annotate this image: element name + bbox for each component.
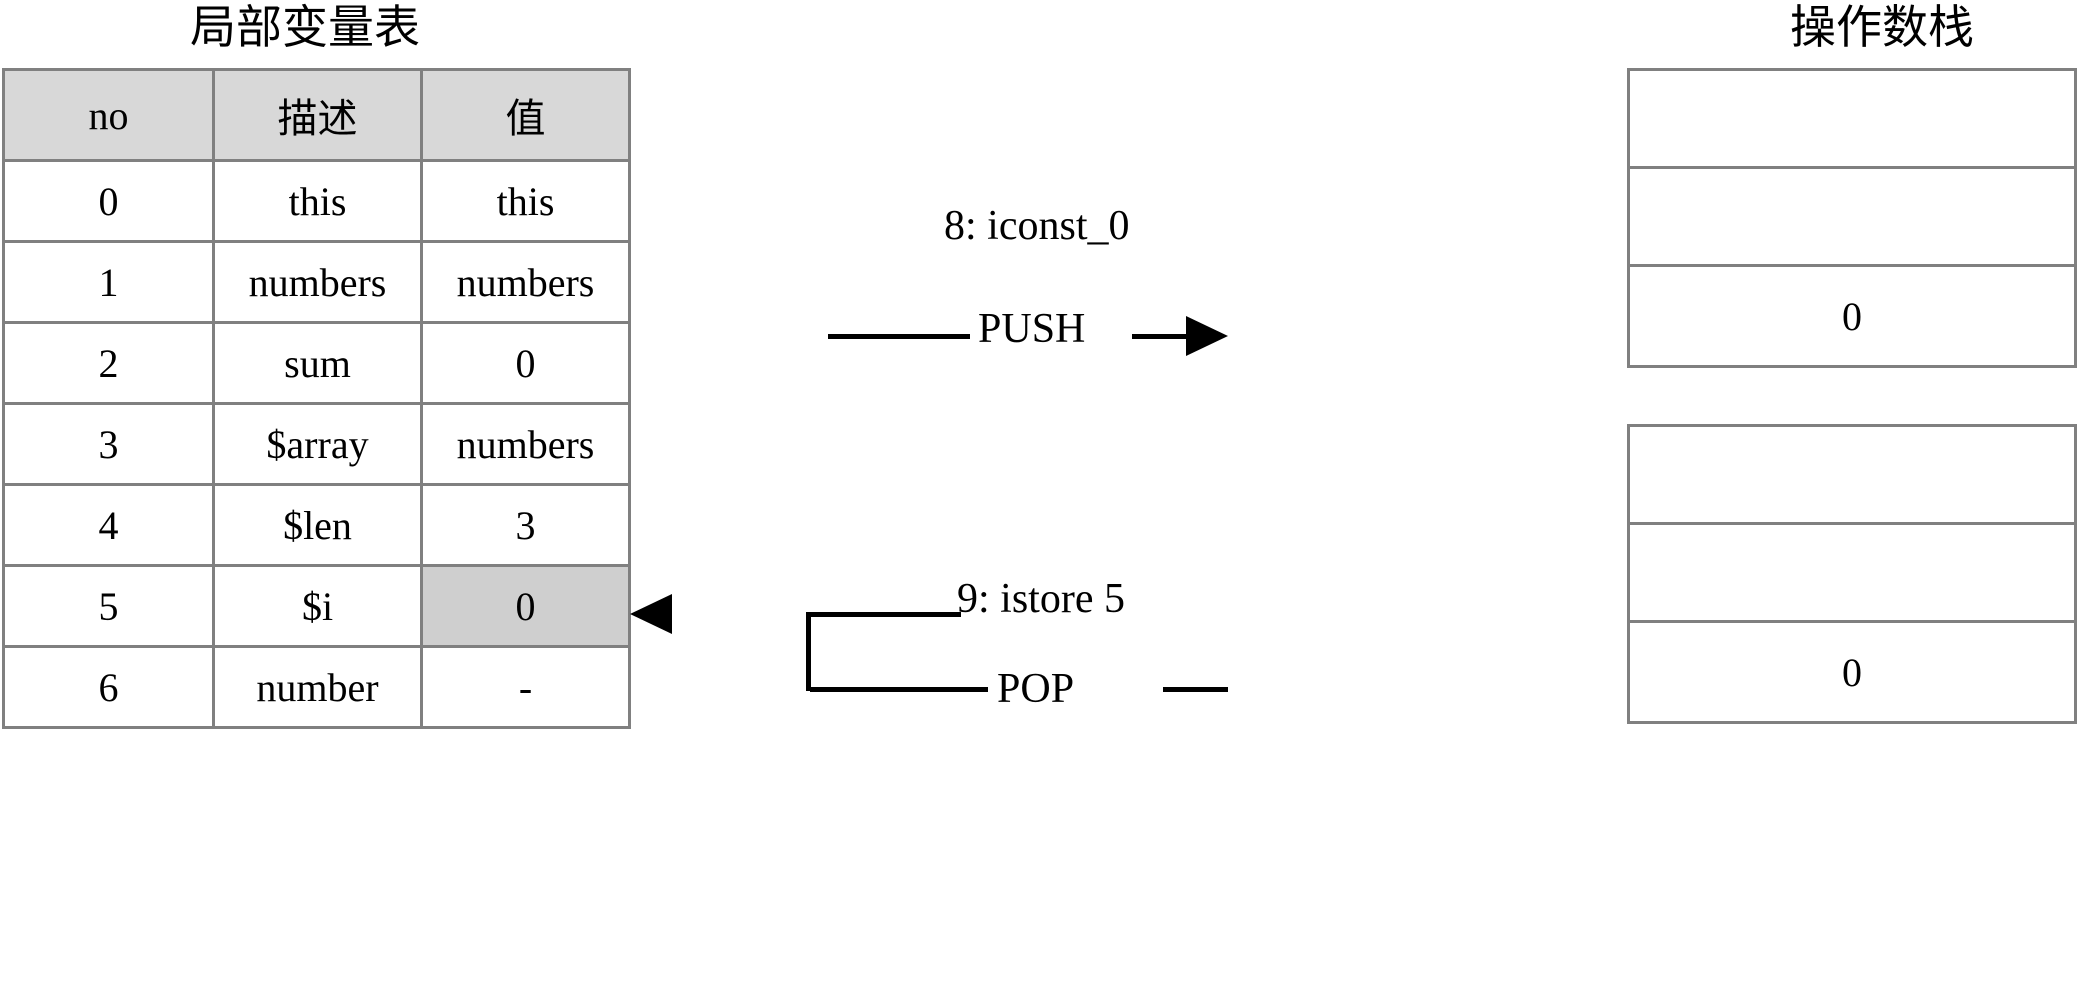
cell-slot-no: 2 bbox=[2, 321, 215, 405]
push-action-label: PUSH bbox=[978, 306, 1086, 352]
cell-slot-value: - bbox=[420, 645, 631, 729]
pop-arrowhead-icon bbox=[630, 594, 672, 634]
push-connector-line-right bbox=[1132, 334, 1204, 339]
cell-slot-desc: $i bbox=[212, 564, 423, 648]
cell-slot-no: 0 bbox=[2, 159, 215, 243]
cell-slot-value-highlighted: 0 bbox=[420, 564, 631, 648]
column-header-no: no bbox=[2, 68, 215, 162]
cell-slot-desc: sum bbox=[212, 321, 423, 405]
cell-slot-value: 3 bbox=[420, 483, 631, 567]
operand-stack-title: 操作数栈 bbox=[1790, 2, 1974, 53]
table-row: 3 $array numbers bbox=[2, 402, 631, 486]
pop-connector-line-right bbox=[1163, 687, 1228, 692]
cell-slot-value: this bbox=[420, 159, 631, 243]
column-header-value: 值 bbox=[420, 68, 631, 162]
operand-stack-before-pop: 0 bbox=[1627, 424, 2077, 724]
local-variable-table: no 描述 值 0 this this 1 numbers numbers 2 … bbox=[2, 68, 631, 729]
operand-stack-after-push: 0 bbox=[1627, 68, 2077, 368]
cell-slot-no: 1 bbox=[2, 240, 215, 324]
cell-slot-desc: numbers bbox=[212, 240, 423, 324]
cell-slot-no: 3 bbox=[2, 402, 215, 486]
stack-cell bbox=[1630, 427, 2074, 525]
stack-cell bbox=[1630, 169, 2074, 267]
cell-slot-no: 4 bbox=[2, 483, 215, 567]
cell-slot-desc: this bbox=[212, 159, 423, 243]
instruction-label-iconst-0: 8: iconst_0 bbox=[944, 203, 1130, 249]
table-row: 1 numbers numbers bbox=[2, 240, 631, 324]
cell-slot-no: 5 bbox=[2, 564, 215, 648]
pop-connector-line-top bbox=[806, 612, 961, 617]
cell-slot-value: numbers bbox=[420, 402, 631, 486]
cell-slot-desc: $len bbox=[212, 483, 423, 567]
table-row: 2 sum 0 bbox=[2, 321, 631, 405]
pop-action-label: POP bbox=[997, 666, 1075, 712]
pop-connector-line-vertical bbox=[806, 612, 811, 691]
push-arrowhead-icon bbox=[1186, 316, 1228, 356]
push-connector-line-left bbox=[828, 334, 970, 339]
table-row: 0 this this bbox=[2, 159, 631, 243]
column-header-desc: 描述 bbox=[212, 68, 423, 162]
local-variable-table-title: 局部变量表 bbox=[190, 2, 420, 53]
pop-connector-line-left bbox=[810, 687, 988, 692]
cell-slot-value: 0 bbox=[420, 321, 631, 405]
cell-slot-desc: number bbox=[212, 645, 423, 729]
cell-slot-no: 6 bbox=[2, 645, 215, 729]
cell-slot-desc: $array bbox=[212, 402, 423, 486]
stack-cell bbox=[1630, 525, 2074, 623]
table-row: 4 $len 3 bbox=[2, 483, 631, 567]
table-row: 6 number - bbox=[2, 645, 631, 729]
stack-cell bbox=[1630, 71, 2074, 169]
cell-slot-value: numbers bbox=[420, 240, 631, 324]
instruction-label-istore-5: 9: istore 5 bbox=[957, 576, 1125, 622]
table-row-highlighted: 5 $i 0 bbox=[2, 564, 631, 648]
stack-cell-top-of-stack: 0 bbox=[1842, 649, 1862, 695]
table-header-row: no 描述 值 bbox=[2, 68, 631, 162]
stack-cell-top-of-stack: 0 bbox=[1842, 293, 1862, 339]
